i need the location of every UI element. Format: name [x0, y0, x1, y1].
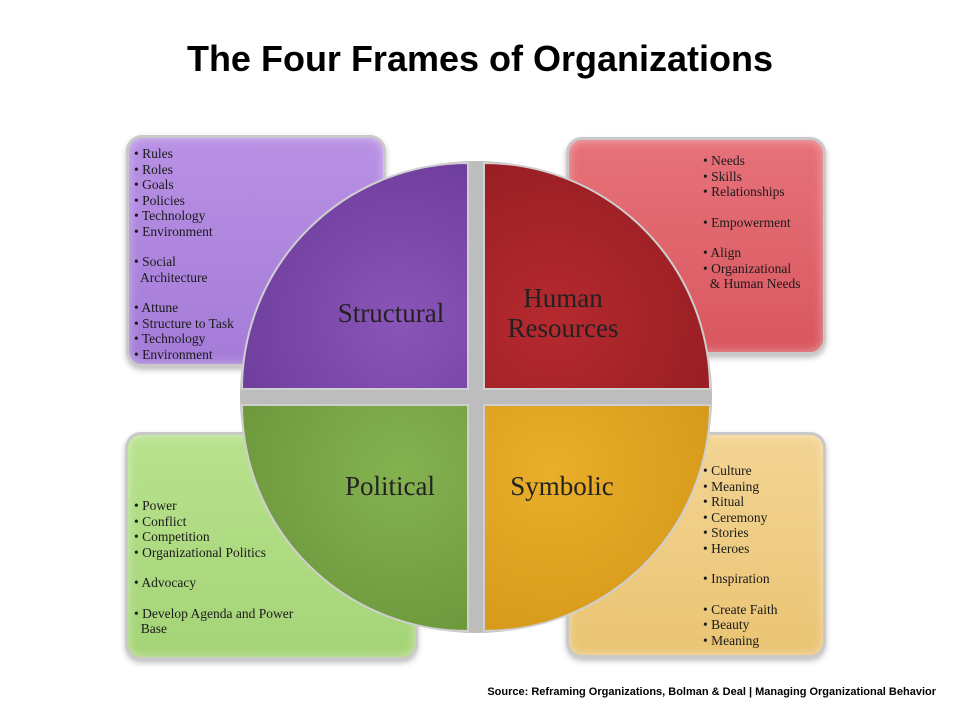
list-item: • Competition: [134, 529, 210, 544]
list-item: • Structure to Task: [134, 315, 234, 331]
structural-label: Structural: [337, 298, 445, 328]
list-item: Architecture: [134, 269, 208, 285]
list-item: • Align: [703, 245, 742, 260]
human-resources-label: Human Resources: [496, 283, 630, 343]
list-item: • Social: [134, 254, 176, 269]
list-item: • Policies: [134, 192, 185, 208]
list-item: • Technology: [134, 208, 206, 223]
political-label: Political: [345, 471, 435, 501]
list-item: • Inspiration: [703, 571, 770, 586]
list-item: • Goals: [134, 177, 174, 192]
list-item: • Conflict: [134, 513, 187, 529]
list-item: • Heroes: [703, 540, 750, 556]
structural-quadrant: [240, 161, 469, 390]
page-title: The Four Frames of Organizations: [186, 38, 774, 79]
list-item: • Meaning: [703, 478, 760, 494]
list-item: • Relationships: [703, 184, 785, 199]
list-item: • Culture: [703, 463, 752, 478]
list-item: • Beauty: [703, 617, 750, 632]
list-item: • Ritual: [703, 494, 745, 509]
list-item: • Organizational Politics: [134, 544, 266, 560]
human-resources-quadrant: [483, 161, 712, 390]
list-item: • Meaning: [703, 632, 760, 648]
list-item: • Skills: [703, 168, 742, 184]
list-item: • Attune: [134, 300, 179, 315]
political-list: • Power • Conflict • Competition • Organ…: [134, 498, 293, 637]
list-item: & Human Needs: [703, 276, 801, 291]
symbolic-list: • Culture • Meaning • Ritual • Ceremony …: [703, 463, 777, 648]
symbolic-label: Symbolic: [510, 471, 614, 501]
list-item: • Empowerment: [703, 214, 791, 230]
list-item: • Technology: [134, 331, 206, 346]
list-item: • Needs: [703, 153, 745, 168]
list-item: • Ceremony: [703, 509, 768, 525]
structural-list: • Rules • Roles • Goals • Policies • Tec…: [134, 146, 234, 362]
human-label-line2: Resources: [507, 313, 619, 343]
list-item: • Stories: [703, 525, 749, 540]
list-item: • Develop Agenda and Power: [134, 605, 294, 621]
source-citation: Source: Reframing Organizations, Bolman …: [487, 686, 936, 698]
symbolic-quadrant: [483, 404, 712, 633]
list-item: • Roles: [134, 161, 173, 177]
list-item: • Environment: [134, 346, 213, 362]
list-item: Base: [134, 621, 167, 636]
human-resources-list: • Needs • Skills • Relationships • Empow…: [703, 153, 800, 292]
human-label-line1: Human: [523, 283, 603, 313]
list-item: • Advocacy: [134, 575, 197, 590]
political-quadrant: [240, 404, 469, 633]
list-item: • Create Faith: [703, 601, 778, 617]
list-item: • Environment: [134, 223, 213, 239]
list-item: • Organizational: [703, 260, 792, 276]
list-item: • Power: [134, 498, 177, 513]
list-item: • Rules: [134, 146, 173, 161]
